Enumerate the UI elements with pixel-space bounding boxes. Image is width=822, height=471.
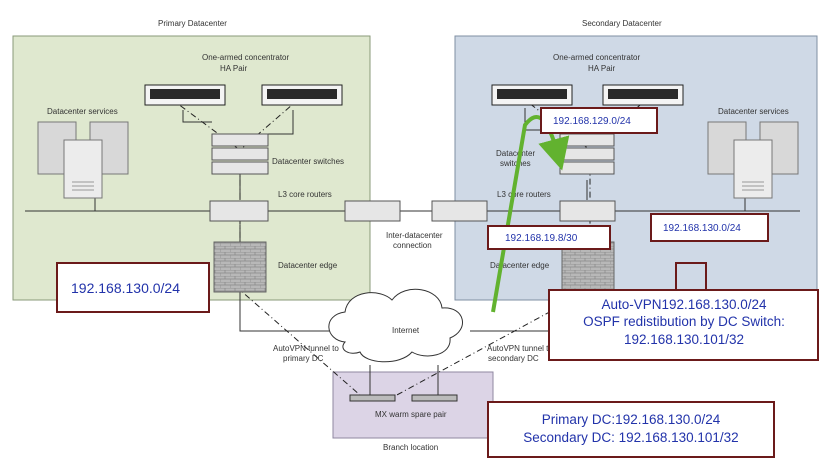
primary-switches-label: Datacenter switches <box>272 157 344 166</box>
routers <box>209 200 616 222</box>
primary-dc-title: Primary Datacenter <box>158 19 227 28</box>
autovpn-text-3: 192.168.130.101/32 <box>624 332 744 347</box>
primary-firewall-icon <box>213 241 267 293</box>
primary-edge-label: Datacenter edge <box>278 261 338 270</box>
primary-network-text: 192.168.130.0/24 <box>71 280 180 296</box>
primary-concentrator-label-2: HA Pair <box>220 64 247 73</box>
primary-concentrator-label-1: One-armed concentrator <box>202 53 289 62</box>
secondary-services-label: Datacenter services <box>718 107 789 116</box>
inter-dc-router-left <box>344 200 401 222</box>
primary-services-label: Datacenter services <box>47 107 118 116</box>
secondary-concentrator-pair <box>491 84 684 106</box>
internet-cloud-icon <box>328 288 463 363</box>
primary-l3-label: L3 core routers <box>278 190 332 199</box>
secondary-130-text: 192.168.130.0/24 <box>663 223 741 234</box>
branch-routes-callout <box>487 401 775 458</box>
secondary-129-text: 192.168.129.0/24 <box>553 116 631 127</box>
mx-pair-label: MX warm spare pair <box>375 410 447 419</box>
secondary-129-callout <box>540 107 658 134</box>
primary-servers <box>37 121 129 199</box>
tunnel-primary-label-1: AutoVPN tunnel to <box>273 344 339 353</box>
primary-switch-stack <box>211 133 269 175</box>
secondary-switches-label-2: switches <box>500 159 531 168</box>
primary-core-router <box>209 200 269 222</box>
tunnel-secondary-label-2: secondary DC <box>488 354 539 363</box>
secondary-19-text: 192.168.19.8/30 <box>505 233 578 244</box>
primary-concentrator-pair <box>144 84 343 106</box>
secondary-firewall-icon <box>561 241 615 293</box>
secondary-concentrator-label-2: HA Pair <box>588 64 615 73</box>
inter-dc-label-1: Inter-datacenter <box>386 231 443 240</box>
secondary-concentrator-label-1: One-armed concentrator <box>553 53 640 62</box>
internet-label: Internet <box>392 326 420 335</box>
secondary-switches-label-1: Datacenter <box>496 149 535 158</box>
secondary-19-callout <box>487 225 611 250</box>
secondary-130-callout <box>650 213 769 242</box>
autovpn-text-1: Auto-VPN192.168.130.0/24 <box>601 297 767 312</box>
tunnel-secondary-label-1: AutoVPN tunnel to <box>487 344 553 353</box>
branch-title: Branch location <box>383 443 438 452</box>
tunnel-primary-label-2: primary DC <box>283 354 324 363</box>
autovpn-text-2: OSPF redistibution by DC Switch: <box>583 314 785 329</box>
mx-pair-appliances <box>349 394 458 402</box>
secondary-core-router <box>559 200 616 222</box>
autovpn-callout <box>548 289 819 361</box>
primary-network-callout <box>56 262 210 313</box>
secondary-edge-label: Datacenter edge <box>490 261 550 270</box>
secondary-switch-stack <box>559 133 615 175</box>
secondary-dc-title: Secondary Datacenter <box>582 19 662 28</box>
inter-dc-router-right <box>431 200 488 222</box>
inter-dc-label-2: connection <box>393 241 432 250</box>
branch-routes-text-2: Secondary DC: 192.168.130.101/32 <box>523 430 738 445</box>
branch-region <box>332 371 494 439</box>
secondary-servers <box>707 121 799 199</box>
branch-routes-text-1: Primary DC:192.168.130.0/24 <box>542 412 721 427</box>
secondary-l3-label: L3 core routers <box>497 190 551 199</box>
